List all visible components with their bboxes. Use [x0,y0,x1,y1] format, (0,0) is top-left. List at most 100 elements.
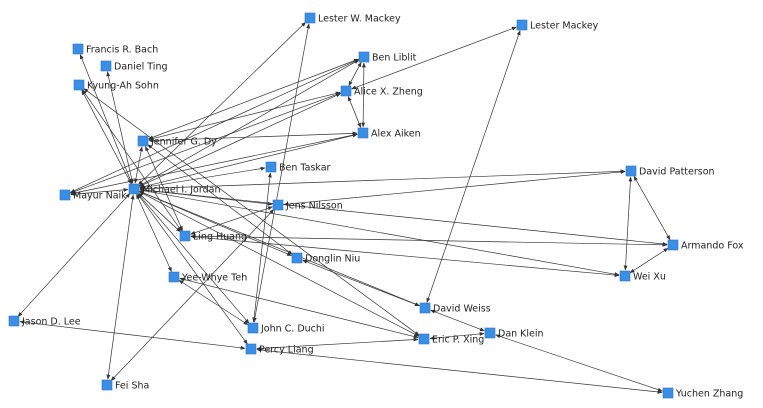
node-sha[interactable]: Fei Sha [101,379,149,392]
node-fox[interactable]: Armando Fox [667,239,744,252]
node-marker[interactable] [516,19,528,31]
node-teh[interactable]: Yee-Whye Teh [168,271,247,284]
node-dy[interactable]: Jennifer G. Dy [137,135,217,148]
node-label: Lester Mackey [530,21,599,32]
edge-dy-zheng [148,91,341,141]
node-marker[interactable] [662,387,674,399]
edge-fox-xu [629,247,669,274]
node-label: Percy Liang [259,345,314,356]
node-label: Mayur Naik [73,191,127,202]
node-taskar[interactable]: Ben Taskar [265,161,331,174]
node-label: Ling Huang [193,232,247,243]
node-marker[interactable] [168,271,180,283]
node-marker[interactable] [8,315,20,327]
edge-jordan-xing [138,191,420,337]
node-marker[interactable] [358,51,370,63]
node-marker[interactable] [484,327,496,339]
edge-jordan-sha [106,194,135,380]
edge-huang-xu [190,234,620,278]
node-aiken[interactable]: Alex Aiken [357,127,421,140]
node-marker[interactable] [667,239,679,251]
edge-dy-liblit [148,58,359,140]
node-label: Alex Aiken [371,129,421,140]
node-jordan[interactable]: Michael I. Jordan [128,183,220,196]
node-marker[interactable] [419,302,431,314]
edge-jordan-sohn [81,89,132,185]
edge-patterson-fox [633,175,671,241]
edge-sohn-xing [83,88,420,336]
edge-sohn-huang [82,89,182,232]
node-label: Donglin Niu [305,254,360,265]
node-marker[interactable] [179,230,191,242]
node-label: Fei Sha [115,381,149,392]
node-marker[interactable] [291,252,303,264]
node-label: Ben Liblit [372,53,417,64]
node-lee[interactable]: Jason D. Lee [8,315,81,328]
node-nilsson[interactable]: Jens Nilsson [272,199,343,212]
node-label: Lester W. Mackey [318,14,401,25]
node-marker[interactable] [272,199,284,211]
node-huang[interactable]: Ling Huang [179,230,247,243]
node-weiss[interactable]: David Weiss [419,302,491,315]
node-marker[interactable] [59,189,71,201]
node-marker[interactable] [619,270,631,282]
node-ting[interactable]: Daniel Ting [100,60,168,73]
node-marker[interactable] [340,85,352,97]
edge-weiss-klein [430,309,485,332]
node-label: Francis R. Bach [86,45,158,56]
node-marker[interactable] [357,127,369,139]
node-label: Daniel Ting [114,62,168,73]
edge-liblit-zheng [348,61,362,87]
node-duchi[interactable]: John C. Duchi [247,322,325,335]
node-label: Ben Taskar [279,163,331,174]
node-marker[interactable] [625,165,637,177]
edge-klein-zhang [495,334,663,392]
node-nak[interactable]: Mayur Naik [59,189,127,202]
node-label: Jason D. Lee [21,317,81,328]
node-xu[interactable]: Wei Xu [619,270,666,283]
node-label: John C. Duchi [260,324,325,335]
node-zhang[interactable]: Yuchen Zhang [662,387,743,400]
node-marker[interactable] [245,343,257,355]
edge-layer [17,21,671,394]
node-label: David Patterson [639,167,715,178]
node-bach[interactable]: Francis R. Bach [72,43,158,56]
node-mackey[interactable]: Lester Mackey [516,19,599,32]
node-liang[interactable]: Percy Liang [245,343,314,356]
node-mackeyw[interactable]: Lester W. Mackey [304,12,401,25]
node-sohn[interactable]: Kyung-Ah Sohn [73,79,159,92]
node-liblit[interactable]: Ben Liblit [358,51,417,64]
node-marker[interactable] [304,12,316,24]
node-marker[interactable] [418,333,430,345]
node-zheng[interactable]: Alice X. Zheng [340,85,423,98]
edge-jordan-bach [79,54,133,184]
node-label: Eric P. Xing [432,335,484,346]
edge-zheng-aiken [347,96,362,128]
node-xing[interactable]: Eric P. Xing [418,333,484,346]
node-marker[interactable] [100,60,112,72]
edge-jordan-lee [17,193,131,317]
node-patterson[interactable]: David Patterson [625,165,715,178]
node-marker[interactable] [265,161,277,173]
node-marker[interactable] [137,135,149,147]
node-marker[interactable] [72,43,84,55]
edge-nak-liblit [70,59,359,193]
node-niu[interactable]: Donglin Niu [291,252,360,265]
edge-jordan-liang [137,193,248,345]
node-marker[interactable] [73,79,85,91]
node-marker[interactable] [101,379,113,391]
node-label: Wei Xu [633,272,666,283]
node-label: Alice X. Zheng [354,87,423,98]
node-label: Michael I. Jordan [142,185,220,196]
edge-mackey-weiss [426,30,521,303]
edge-niu-weiss [302,259,420,307]
edge-jordan-mackeyw [137,21,307,186]
edge-liang-xing [256,337,419,351]
node-label: Dan Klein [498,329,544,340]
node-label: David Weiss [433,304,491,315]
node-marker[interactable] [247,322,259,334]
node-marker[interactable] [128,183,140,195]
node-klein[interactable]: Dan Klein [484,327,544,340]
